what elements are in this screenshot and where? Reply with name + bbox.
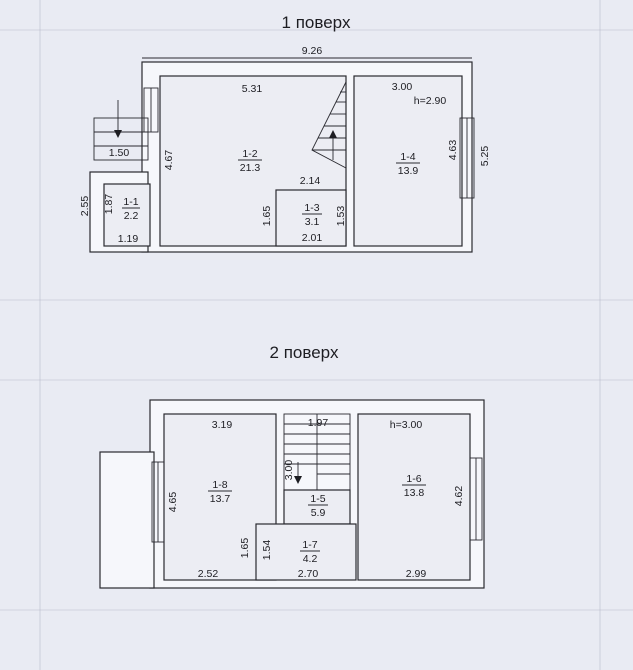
dim-3-19: 3.19 xyxy=(212,419,233,431)
dim-4-63: 4.63 xyxy=(447,140,459,161)
room-height-floor-2: h=3.00 xyxy=(390,419,423,431)
balcony xyxy=(99,451,155,589)
room-1-3-area: 3.1 xyxy=(305,216,320,228)
room-1-4 xyxy=(353,75,463,247)
dim-2-70: 2.70 xyxy=(298,568,319,580)
entry-arrow-icon xyxy=(114,130,122,138)
dim-1-54: 1.54 xyxy=(261,540,273,561)
dim-1-87: 1.87 xyxy=(103,194,115,215)
dim-4-62: 4.62 xyxy=(453,486,465,507)
room-1-2-id: 1-2 xyxy=(242,148,257,160)
floor-2-title: 2 поверх xyxy=(270,343,339,362)
dim-1-50: 1.50 xyxy=(109,147,130,159)
stair-arrow-icon xyxy=(329,130,337,138)
dim-2-01: 2.01 xyxy=(302,232,323,244)
floor-1-title: 1 поверх xyxy=(282,13,351,32)
dim-5-25: 5.25 xyxy=(479,146,491,167)
room-1-5-area: 5.9 xyxy=(311,507,326,519)
floor-2-staircase xyxy=(283,413,351,491)
room-1-1-area: 2.2 xyxy=(124,210,139,222)
dim-1-65: 1.65 xyxy=(261,206,273,227)
room-height-floor-1: h=2.90 xyxy=(414,95,447,107)
floor-1-plan: 1 поверх xyxy=(79,13,491,253)
room-1-1-id: 1-1 xyxy=(123,196,138,208)
dim-3-00-floor-2: 3.00 xyxy=(283,460,295,481)
floor-1-staircase xyxy=(311,81,347,169)
dim-2-52: 2.52 xyxy=(198,568,219,580)
floor-2-plan: 2 поверх xyxy=(99,343,485,589)
entry-steps xyxy=(93,117,149,161)
room-1-5-id: 1-5 xyxy=(310,493,325,505)
dim-4-65: 4.65 xyxy=(167,492,179,513)
dim-2-14: 2.14 xyxy=(300,175,321,187)
room-1-3-id: 1-3 xyxy=(304,202,319,214)
dim-2-99: 2.99 xyxy=(406,568,427,580)
room-1-2-area: 21.3 xyxy=(240,162,261,174)
stair-down-arrow-icon xyxy=(294,476,302,484)
dim-1-97: 1.97 xyxy=(308,417,329,429)
room-1-7 xyxy=(255,523,357,581)
room-1-8-id: 1-8 xyxy=(212,479,227,491)
dim-5-31: 5.31 xyxy=(242,83,263,95)
room-1-6-area: 13.8 xyxy=(404,487,425,499)
room-1-8-area: 13.7 xyxy=(210,493,231,505)
room-1-1 xyxy=(103,183,151,247)
room-1-6-id: 1-6 xyxy=(406,473,421,485)
dim-1-65-floor-2: 1.65 xyxy=(239,538,251,559)
dim-overall-width: 9.26 xyxy=(302,45,323,57)
room-1-7-area: 4.2 xyxy=(303,553,318,565)
dim-4-67: 4.67 xyxy=(163,150,175,171)
room-1-5 xyxy=(283,489,351,525)
dim-1-19: 1.19 xyxy=(118,233,139,245)
room-1-3 xyxy=(275,189,347,247)
dim-2-55: 2.55 xyxy=(79,196,91,217)
room-1-7-id: 1-7 xyxy=(302,539,317,551)
dim-1-53: 1.53 xyxy=(335,206,347,227)
room-1-6 xyxy=(357,413,471,581)
dim-3-00: 3.00 xyxy=(392,81,413,93)
room-1-4-id: 1-4 xyxy=(400,151,415,163)
room-1-4-area: 13.9 xyxy=(398,165,419,177)
